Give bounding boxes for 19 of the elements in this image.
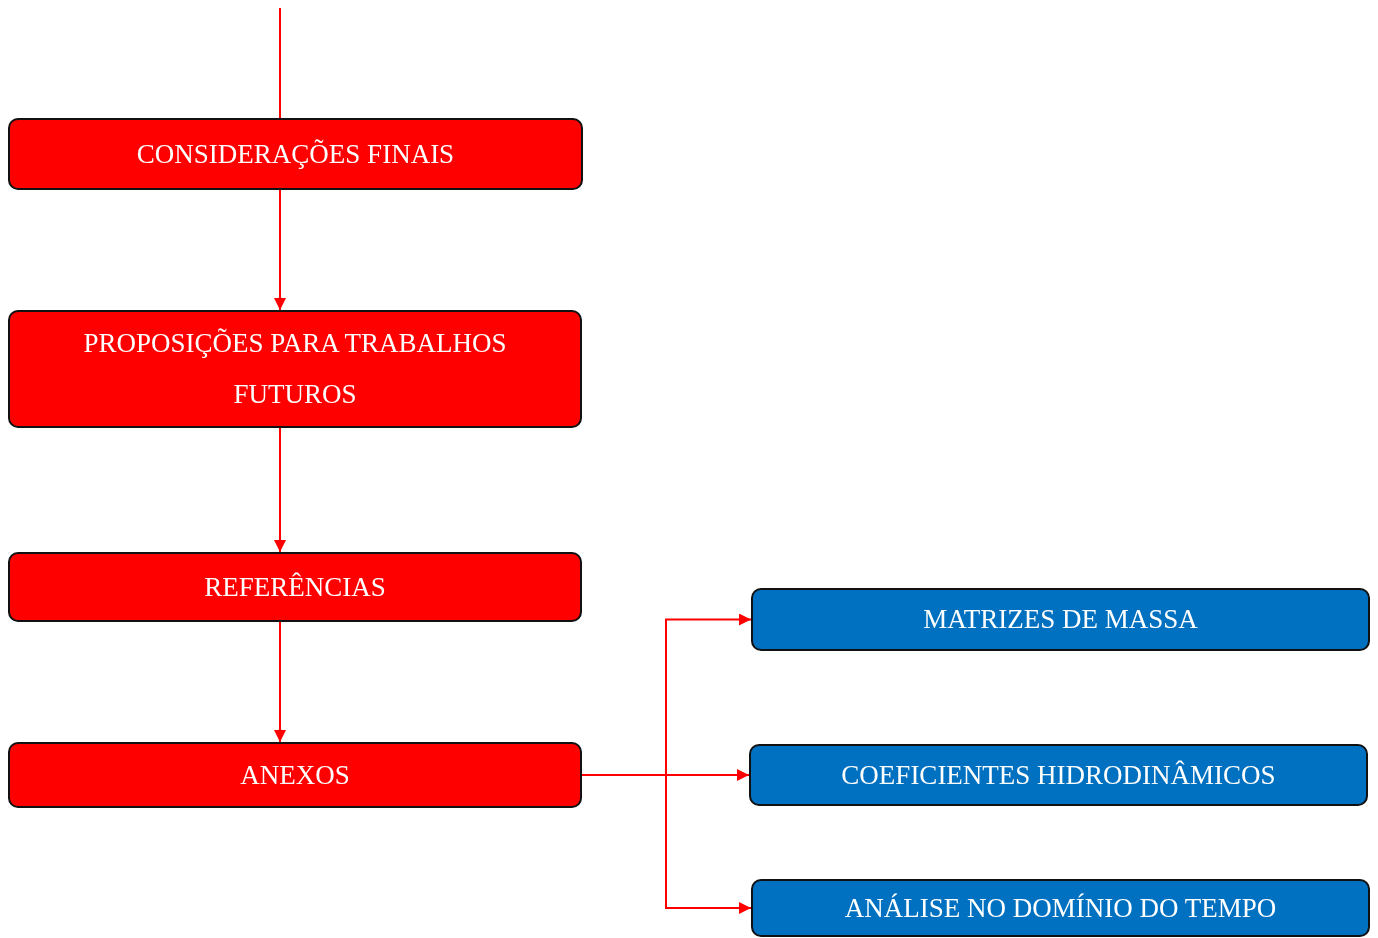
process-box bbox=[749, 744, 1368, 806]
process-box bbox=[8, 118, 583, 190]
box-label: PROPOSIÇÕES PARA TRABALHOS FUTUROS bbox=[82, 327, 508, 411]
arrow bbox=[274, 427, 286, 553]
box-label: ANÁLISE NO DOMÍNIO DO TEMPO bbox=[843, 891, 1278, 925]
box-label: ANEXOS bbox=[239, 758, 351, 792]
process-box bbox=[751, 588, 1370, 651]
arrow bbox=[274, 189, 286, 311]
process-box bbox=[751, 879, 1370, 937]
box-label: CONSIDERAÇÕES FINAIS bbox=[135, 137, 456, 171]
box-label: MATRIZES DE MASSA bbox=[922, 603, 1199, 636]
process-box bbox=[8, 310, 582, 428]
process-box bbox=[8, 552, 582, 622]
arrow bbox=[274, 621, 286, 743]
connector-line bbox=[279, 7, 281, 119]
process-box bbox=[8, 742, 582, 808]
box-label: REFERÊNCIAS bbox=[203, 570, 387, 604]
box-label: COEFICIENTES HIDRODINÂMICOS bbox=[840, 758, 1277, 792]
arrow bbox=[581, 774, 752, 914]
